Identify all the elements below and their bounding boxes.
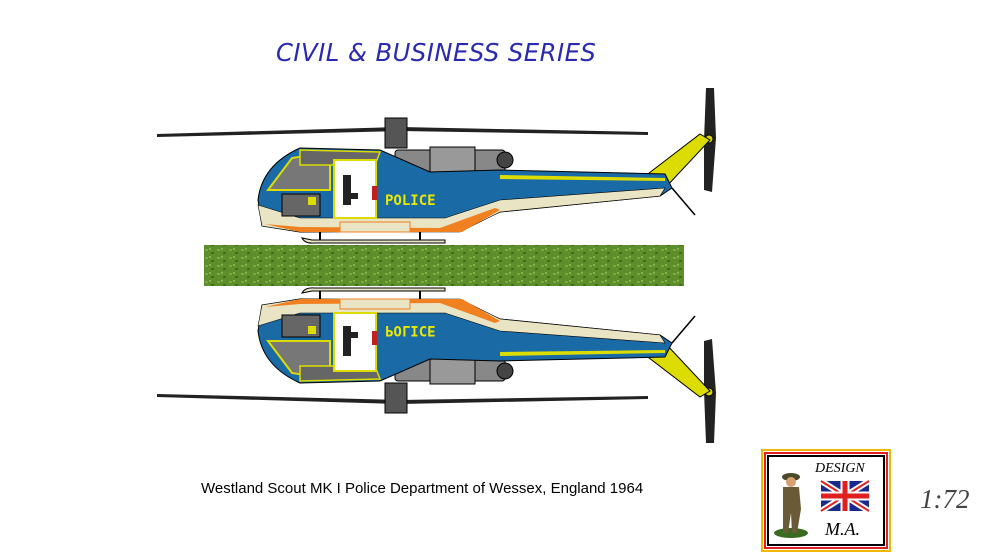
logo-design-text: DESIGN (815, 461, 865, 476)
series-title: CIVIL & BUSINESS SERIES (276, 38, 597, 67)
soldier-icon (774, 473, 808, 538)
police-lettering: POLICE (385, 193, 436, 209)
scale-label: 1:72 (920, 484, 970, 514)
union-jack-flag-icon (819, 478, 871, 514)
caption: Westland Scout MK I Police Department of… (201, 480, 644, 497)
logo-ma-text: M.A. (825, 519, 860, 539)
police-lettering-mirrored: POLICE (385, 322, 436, 338)
design-ma-logo: DESIGN M.A. (761, 449, 891, 552)
grass-strip (204, 245, 684, 286)
